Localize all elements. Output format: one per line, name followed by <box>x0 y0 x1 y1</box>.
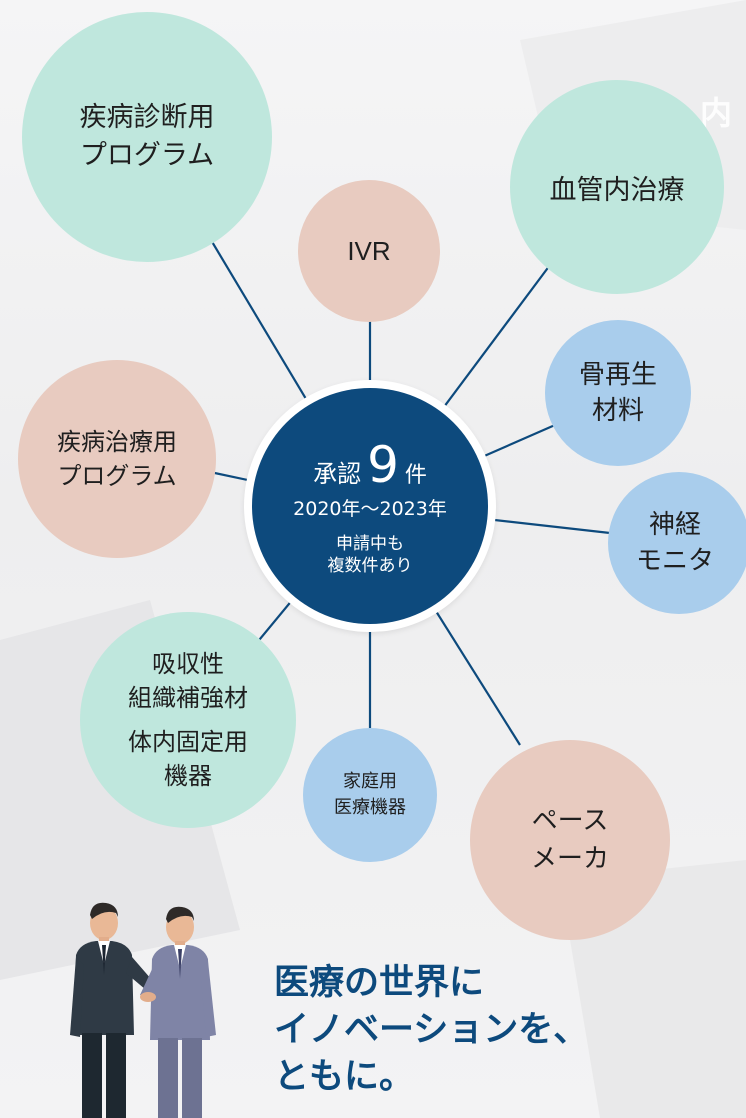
bubble-label: IVR <box>347 235 391 266</box>
tagline-line: イノベーションを、 <box>274 1010 589 1050</box>
bubble-label: 疾病診断用 <box>79 102 215 133</box>
bubble-label: 血管内治療 <box>549 174 685 206</box>
bubble-label: モニタ <box>635 546 714 576</box>
bubble-label: プログラム <box>79 140 215 171</box>
bubble-label: プログラム <box>57 462 177 490</box>
approval-count: 承認 9 件 <box>313 440 427 490</box>
bubble-label: 体内固定用 <box>128 728 248 756</box>
bubble-label: ペース <box>531 806 609 836</box>
center-hub: 承認 9 件 2020年〜2023年 申請中も 複数件あり <box>244 380 496 632</box>
bubble-ivr: IVR <box>298 180 440 322</box>
bubble-nerve-monitor: 神経 モニタ <box>608 472 746 614</box>
bubble-home-device: 家庭用 医療機器 <box>303 728 437 862</box>
bubble-diagnosis-program: 疾病診断用 プログラム <box>22 12 272 262</box>
tagline-line: 医療の世界に <box>274 963 485 1003</box>
bubble-label: メーカ <box>530 844 609 874</box>
bubble-treatment-program: 疾病治療用 プログラム <box>18 360 216 558</box>
bubble-label: 家庭用 <box>343 771 397 792</box>
approval-label: 承認 <box>313 459 362 488</box>
bubble-label: 機器 <box>164 762 212 790</box>
bubble-label: 疾病治療用 <box>57 428 177 456</box>
bubble-pacemaker: ペース メーカ <box>470 740 670 940</box>
bubble-label: 材料 <box>591 396 644 426</box>
approval-period: 2020年〜2023年 <box>293 497 447 520</box>
pending-note-line: 申請中も <box>336 533 404 554</box>
bubble-endovascular: 血管内治療 <box>510 80 724 294</box>
approval-unit: 件 <box>404 462 427 488</box>
approval-number: 9 <box>367 435 399 494</box>
bubble-label: 医療機器 <box>334 797 406 818</box>
pending-note: 申請中も 複数件あり <box>328 533 413 577</box>
tagline: 医療の世界に イノベーションを、 ともに。 <box>274 960 588 1101</box>
bubble-label: 神経 <box>648 510 701 540</box>
bubble-label: 吸収性 <box>152 650 224 678</box>
center-hub-inner: 承認 9 件 2020年〜2023年 申請中も 複数件あり <box>252 388 488 624</box>
bubble-label: 骨再生 <box>578 360 657 390</box>
bubble-absorbable-fixation: 吸収性 組織補強材 体内固定用 機器 <box>80 612 296 828</box>
bubble-bone-material: 骨再生 材料 <box>545 320 691 466</box>
pending-note-line: 複数件あり <box>327 555 413 576</box>
tagline-line: ともに。 <box>274 1057 415 1097</box>
bubble-label: 組織補強材 <box>128 684 248 712</box>
businessmen-handshake-illustration <box>70 902 216 1118</box>
